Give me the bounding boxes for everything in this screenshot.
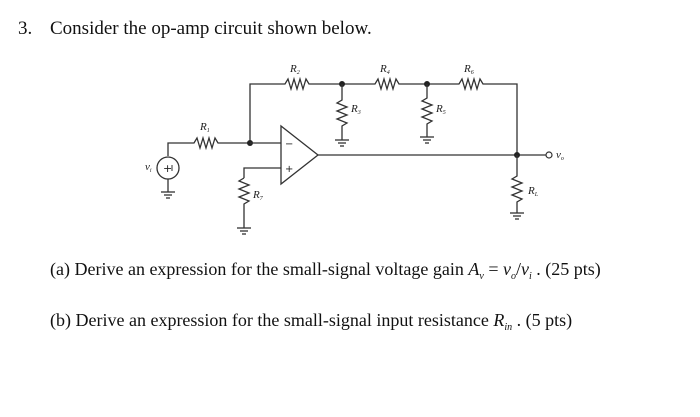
vi-subscript: i	[528, 271, 532, 282]
resistor-r4	[372, 76, 404, 92]
op-amp-inverting-sign: −	[285, 139, 293, 150]
part-a-question: (a) Derive an expression for the small-s…	[50, 259, 601, 282]
rin-symbol: R	[493, 310, 505, 330]
ground-icon-rl	[510, 212, 524, 220]
label-r3: R3	[350, 103, 361, 116]
ground-icon-r7	[237, 227, 251, 235]
gain-symbol: A	[468, 259, 480, 279]
part-a-prefix: (a) Derive an expression for the small-s…	[50, 259, 464, 279]
resistor-r7	[237, 177, 251, 228]
label-r2: R2	[289, 63, 300, 76]
rin-subscript: in	[504, 322, 513, 333]
label-r4: R4	[379, 63, 390, 76]
output-terminal	[545, 151, 553, 159]
op-amp-triangle: − +	[280, 124, 320, 186]
label-vo: vo	[556, 149, 564, 162]
ground-icon-r5	[420, 133, 434, 144]
fraction-slash: /	[515, 259, 521, 279]
part-b-prefix: (b) Derive an expression for the small-s…	[50, 310, 489, 330]
resistor-r5	[420, 84, 434, 133]
part-b-points: . (5 pts)	[512, 310, 573, 330]
part-b-question: (b) Derive an expression for the small-s…	[50, 310, 572, 333]
resistor-rl	[510, 155, 524, 213]
ground-icon-source	[161, 191, 175, 199]
resistor-r1	[190, 135, 250, 151]
label-r5: R5	[435, 103, 446, 116]
vo-symbol: v	[502, 259, 511, 279]
op-amp-noninverting-sign: +	[285, 164, 293, 175]
label-r7: R7	[252, 189, 264, 202]
problem-stem: Consider the op-amp circuit shown below.	[50, 18, 372, 39]
voltage-source-vi: +	[156, 156, 180, 180]
vo-subscript: o	[510, 271, 516, 282]
label-rl: RL	[527, 185, 539, 198]
top-wires	[249, 83, 518, 155]
label-r1: R1	[199, 121, 210, 134]
ground-icon-r3	[335, 136, 349, 147]
source-polarity: +	[163, 162, 172, 175]
resistor-r3	[335, 84, 349, 136]
part-a-points: . (25 pts)	[531, 259, 601, 279]
label-vi: vi	[145, 161, 152, 174]
resistor-r2	[282, 76, 314, 92]
gain-subscript: v	[479, 271, 484, 282]
vi-symbol: v	[520, 259, 529, 279]
resistor-r6	[456, 76, 488, 92]
label-r6: R6	[463, 63, 474, 76]
problem-number: 3.	[18, 18, 33, 39]
equals-sign: =	[483, 259, 503, 279]
